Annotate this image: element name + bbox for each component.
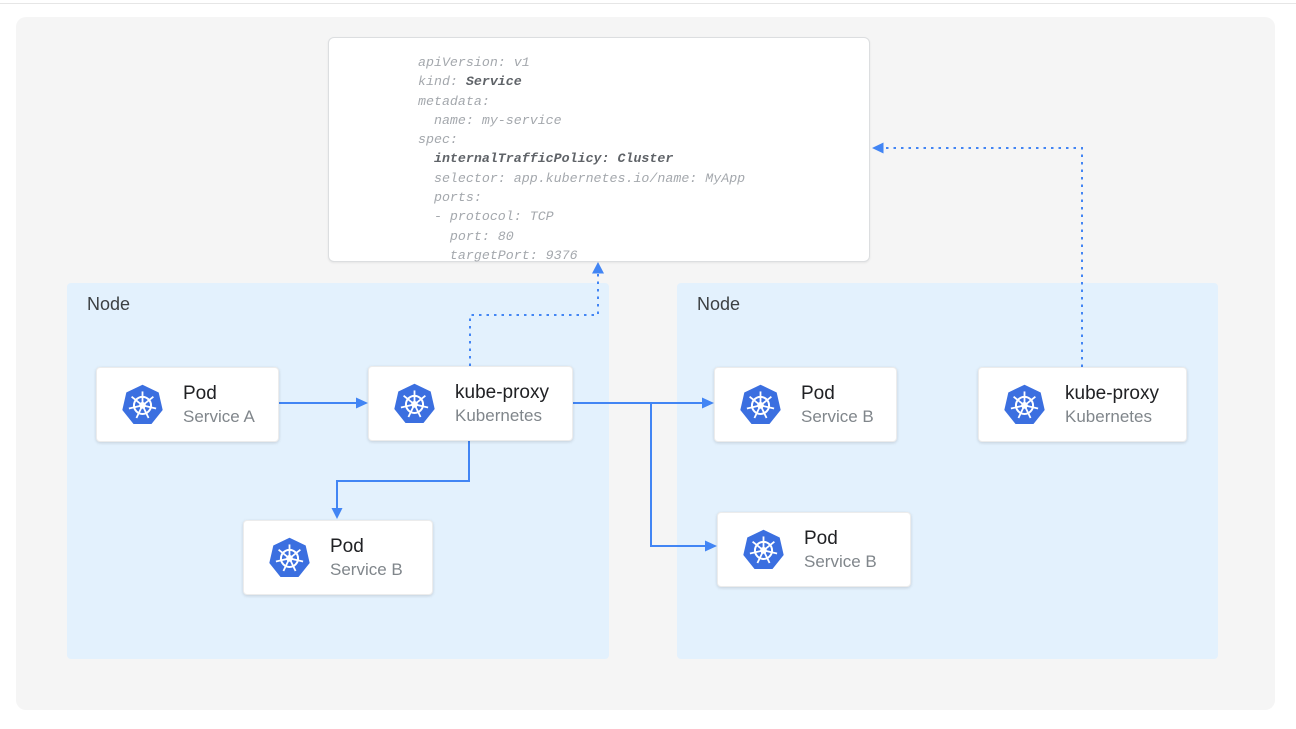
pod-card-service-b-left: Pod Service B <box>243 520 433 595</box>
card-title: Pod <box>183 382 217 404</box>
kubernetes-icon <box>393 382 436 425</box>
card-subtitle: Kubernetes <box>1065 406 1152 426</box>
card-title: Pod <box>330 535 364 557</box>
card-title: kube-proxy <box>455 381 549 403</box>
card-text: kube-proxy Kubernetes <box>1065 383 1159 426</box>
service-yaml-panel: apiVersion: v1 kind: Service metadata: nam… <box>328 37 870 265</box>
card-text: Pod Service A <box>183 383 255 426</box>
code-line: name: my-service <box>418 112 562 128</box>
node-box-right: Node <box>677 283 1218 659</box>
code-line: metadata: <box>418 93 490 109</box>
code-line: ports: <box>418 190 482 206</box>
kubernetes-icon <box>121 383 164 426</box>
kube-proxy-card-left: kube-proxy Kubernetes <box>368 366 573 441</box>
yaml-code: apiVersion: v1 kind: Service metadata: nam… <box>418 53 861 265</box>
card-subtitle: Service B <box>330 559 403 579</box>
kubernetes-icon <box>268 536 311 579</box>
card-title: kube-proxy <box>1065 382 1159 404</box>
card-text: Pod Service B <box>801 383 874 426</box>
card-text: Pod Service B <box>804 528 877 571</box>
kube-proxy-card-right: kube-proxy Kubernetes <box>978 367 1187 442</box>
pod-card-service-b-right-bottom: Pod Service B <box>717 512 911 587</box>
code-line: internalTrafficPolicy: Cluster <box>433 151 674 167</box>
card-text: Pod Service B <box>330 536 403 579</box>
node-box-left: Node <box>67 283 609 659</box>
code-line: kind: Service <box>418 74 522 90</box>
card-title: Pod <box>804 527 838 549</box>
code-line: apiVersion: v1 <box>418 55 530 70</box>
card-subtitle: Service A <box>183 406 255 426</box>
code-line: targetPort: 9376 <box>418 247 578 263</box>
card-subtitle: Service B <box>804 551 877 571</box>
card-text: kube-proxy Kubernetes <box>455 382 549 425</box>
top-divider <box>0 3 1296 4</box>
code-line: - protocol: TCP <box>418 209 554 225</box>
pod-card-service-b-right-top: Pod Service B <box>714 367 897 442</box>
pod-card-service-a: Pod Service A <box>96 367 279 442</box>
node-label: Node <box>697 294 741 314</box>
kubernetes-icon <box>1003 383 1046 426</box>
code-line: port: 80 <box>418 228 514 244</box>
kubernetes-icon <box>739 383 782 426</box>
kubernetes-icon <box>742 528 785 571</box>
card-subtitle: Kubernetes <box>455 405 542 425</box>
code-line: selector: app.kubernetes.io/name: MyApp <box>418 170 746 186</box>
card-subtitle: Service B <box>801 406 874 426</box>
card-title: Pod <box>801 382 835 404</box>
code-line: spec: <box>418 132 458 148</box>
node-label: Node <box>87 294 131 314</box>
